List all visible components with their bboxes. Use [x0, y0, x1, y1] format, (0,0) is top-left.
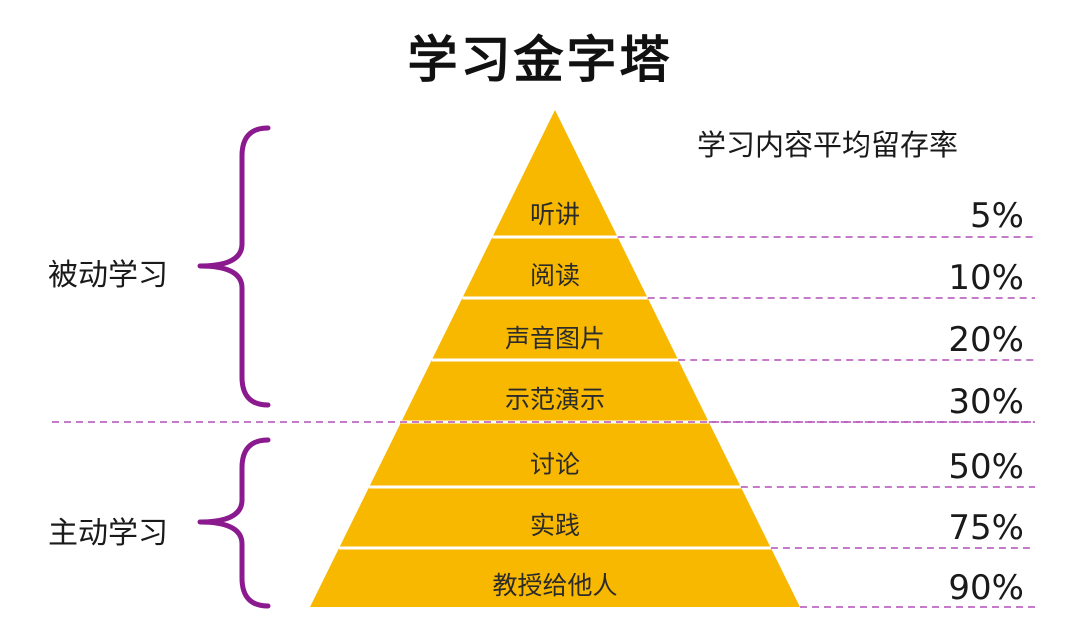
retention-percent: 50% — [948, 447, 1024, 487]
tier-label: 实践 — [530, 511, 580, 540]
retention-heading: 学习内容平均留存率 — [697, 128, 959, 162]
tier-label: 声音图片 — [505, 324, 605, 353]
tier-label: 教授给他人 — [492, 571, 617, 600]
retention-percent: 30% — [948, 382, 1024, 422]
tier-label: 示范演示 — [505, 385, 605, 414]
pyramid-tier-6 — [339, 487, 771, 548]
passive-learning-brace — [197, 125, 271, 408]
pyramid-tier-4 — [401, 360, 709, 422]
tier-label: 听讲 — [530, 200, 580, 229]
retention-percent: 20% — [948, 320, 1024, 360]
pyramid-tier-2 — [462, 237, 648, 298]
page-title: 学习金字塔 — [407, 31, 673, 89]
retention-percent: 10% — [948, 258, 1024, 298]
retention-percent: 5% — [970, 196, 1024, 236]
active-learning-label: 主动学习 — [48, 516, 168, 551]
tier-label: 阅读 — [530, 261, 580, 290]
retention-percent: 90% — [948, 568, 1024, 608]
pyramid-tier-7 — [310, 548, 800, 607]
retention-percent: 75% — [948, 508, 1024, 548]
passive-learning-label: 被动学习 — [48, 258, 168, 293]
pyramid-tier-1 — [492, 110, 618, 237]
tier-label: 讨论 — [530, 450, 580, 479]
pyramid-tier-5 — [369, 422, 741, 487]
pyramid-tier-3 — [431, 298, 679, 360]
active-learning-brace — [197, 437, 271, 609]
